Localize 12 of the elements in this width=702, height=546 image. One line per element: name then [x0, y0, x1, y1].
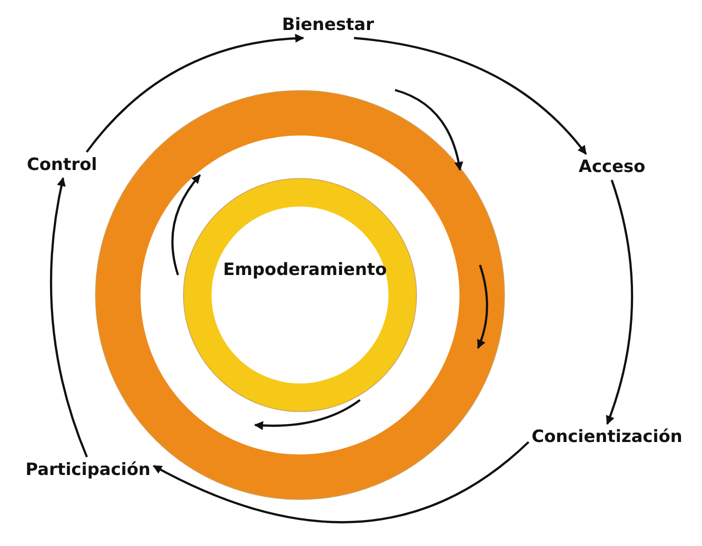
curved-arrow [354, 36, 587, 155]
curved-arrow [86, 34, 304, 153]
curved-arrow [50, 177, 88, 458]
inner-ring [183, 178, 417, 412]
cycle-label: Control [26, 155, 98, 175]
cycle-label: Bienestar [282, 15, 374, 35]
center-label: Empoderamiento [223, 260, 387, 280]
curved-arrow [152, 441, 530, 523]
cycle-label: Acceso [578, 157, 646, 177]
cycle-label: Concientización [532, 427, 682, 447]
cycle-label: Participación [25, 460, 151, 480]
curved-arrow [606, 180, 634, 425]
